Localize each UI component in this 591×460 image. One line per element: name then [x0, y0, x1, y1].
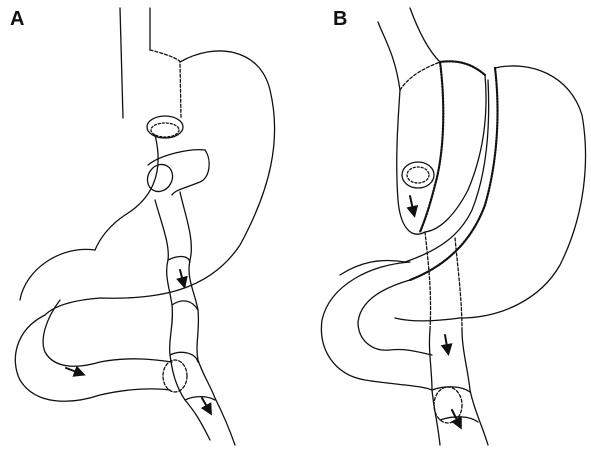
- panel-a: [15, 8, 274, 445]
- pouch-inner-staple-b: [420, 62, 443, 232]
- gastric-pouch-a: [150, 50, 181, 118]
- remnant-staple-line-b: [410, 68, 498, 280]
- alimentary-limb-b: [425, 232, 462, 330]
- gastric-pouch-b: [400, 62, 440, 90]
- panel-b: [321, 8, 585, 445]
- gastric-remnant-lower-a: [95, 135, 158, 250]
- bp-limb-a-inner: [20, 249, 172, 366]
- arrow-icon: [452, 410, 460, 426]
- bp-to-remnant-b: [340, 261, 460, 321]
- jj-anastomosis-a: [163, 360, 187, 392]
- arrow-icon: [410, 196, 414, 214]
- arrow-icon: [180, 270, 184, 285]
- esophagus-a: [120, 8, 150, 118]
- bp-limb-b: [321, 262, 432, 390]
- bp-limb-a: [15, 315, 170, 401]
- esophagus-b: [378, 8, 440, 90]
- arrow-icon: [202, 398, 210, 412]
- pouch-staple-line-b: [440, 61, 485, 75]
- arrow-icon: [445, 335, 448, 352]
- anastomosis-ring-inner-b: [407, 167, 429, 183]
- roux-limb-a: [155, 200, 210, 440]
- arrow-icon: [66, 368, 82, 374]
- gastric-remnant-a: [45, 51, 275, 315]
